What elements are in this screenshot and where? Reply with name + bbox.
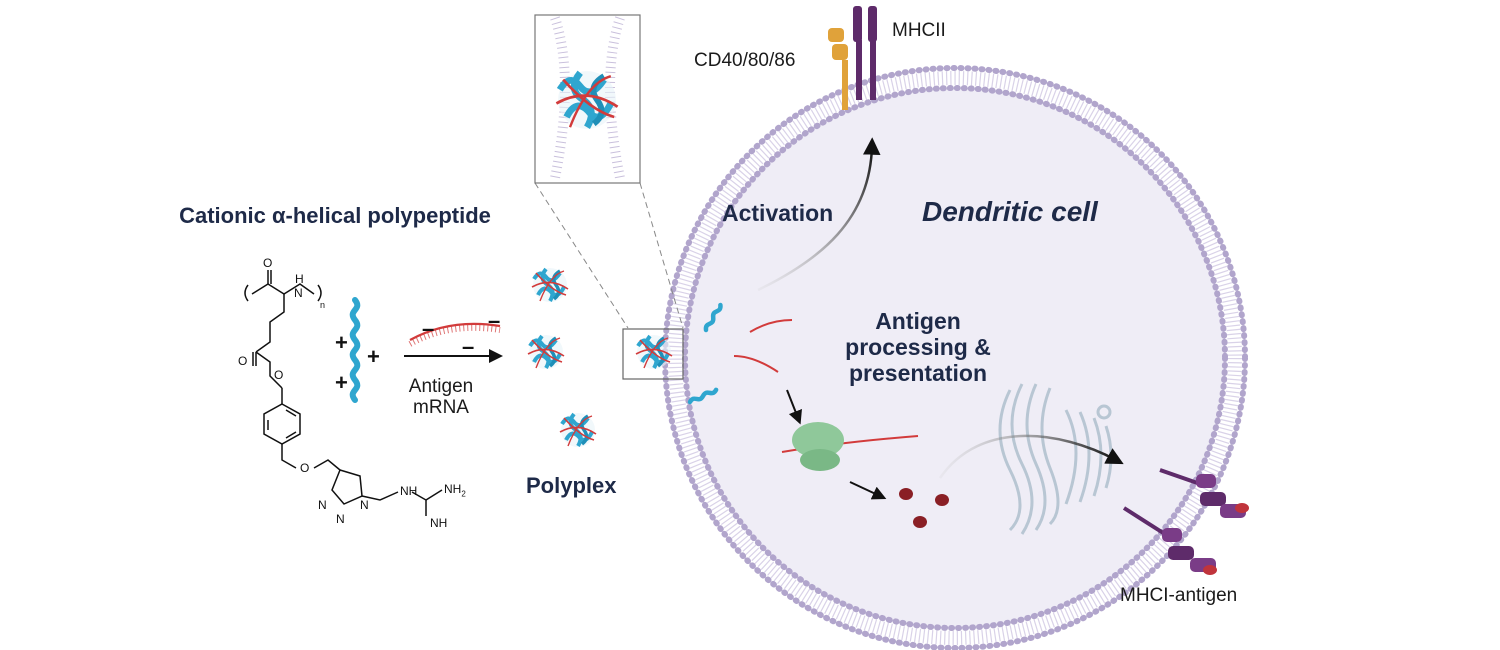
atom-n-amide: N xyxy=(294,286,303,300)
polyplex-icon xyxy=(526,333,566,371)
atom-n2: N xyxy=(336,512,345,526)
cell-membrane-inner xyxy=(682,85,1228,631)
costim-receptor-icon xyxy=(828,28,848,110)
mhci-antigen-receptor-icon xyxy=(1122,506,1217,575)
degradation-arrow xyxy=(849,481,887,500)
polyplex-group xyxy=(526,266,598,449)
guan-nh2: NH2 xyxy=(444,482,466,499)
atom-n3: N xyxy=(360,498,369,512)
atom-h: H xyxy=(295,272,304,286)
atom-o-ester-carbonyl: O xyxy=(238,354,248,368)
mhcii-receptor-icon xyxy=(853,6,877,100)
minus-charge: – xyxy=(422,316,435,341)
antigen-mrna-label: Antigen mRNA xyxy=(408,376,474,418)
polypeptide-structure xyxy=(244,270,443,516)
plus-charge: + xyxy=(335,330,348,355)
costim-label: CD40/80/86 xyxy=(694,50,796,71)
repeat-n: n xyxy=(320,300,326,310)
released-fragments xyxy=(689,304,793,403)
activation-arrow xyxy=(757,137,881,292)
atom-n1: N xyxy=(318,498,327,512)
trafficking-arrow xyxy=(938,434,1124,479)
antigen-peptides xyxy=(899,488,949,528)
atom-o-ester: O xyxy=(274,368,284,382)
guan-nh: NH xyxy=(400,484,418,498)
dendritic-cell xyxy=(662,65,1248,650)
guan-nh-imine: NH xyxy=(430,516,448,530)
minus-charge: – xyxy=(462,334,475,359)
membrane-zoom-inset xyxy=(534,14,684,380)
mhci-antigen-label: MHCI-antigen xyxy=(1120,585,1238,606)
polyplex-icon xyxy=(530,266,570,304)
translation-arrow xyxy=(786,389,802,425)
cell-membrane-lipid-band xyxy=(668,71,1242,645)
mhcii-label: MHCII xyxy=(892,20,946,41)
activation-label: Activation xyxy=(722,200,834,226)
polyplex-icon xyxy=(558,411,598,449)
minus-charge: – xyxy=(488,308,501,333)
plus-charge: + xyxy=(335,370,348,395)
atom-o-ether: O xyxy=(300,461,310,475)
dendritic-cell-label: Dendritic cell xyxy=(922,196,1098,227)
ribosome-icon xyxy=(781,422,919,471)
mhci-antigen-receptor-icon xyxy=(1159,468,1249,518)
plus-charge: + xyxy=(367,344,380,369)
atom-o-carbonyl: O xyxy=(263,256,273,270)
antigen-processing-label: Antigen processing & presentation xyxy=(845,308,991,386)
mrna-strand-icon xyxy=(408,322,501,347)
er-icon xyxy=(998,383,1060,535)
polypeptide-title: Cationic α-helical polypeptide xyxy=(179,203,491,228)
helix-peptide-icon xyxy=(349,297,361,403)
polyplex-label: Polyplex xyxy=(526,473,617,498)
